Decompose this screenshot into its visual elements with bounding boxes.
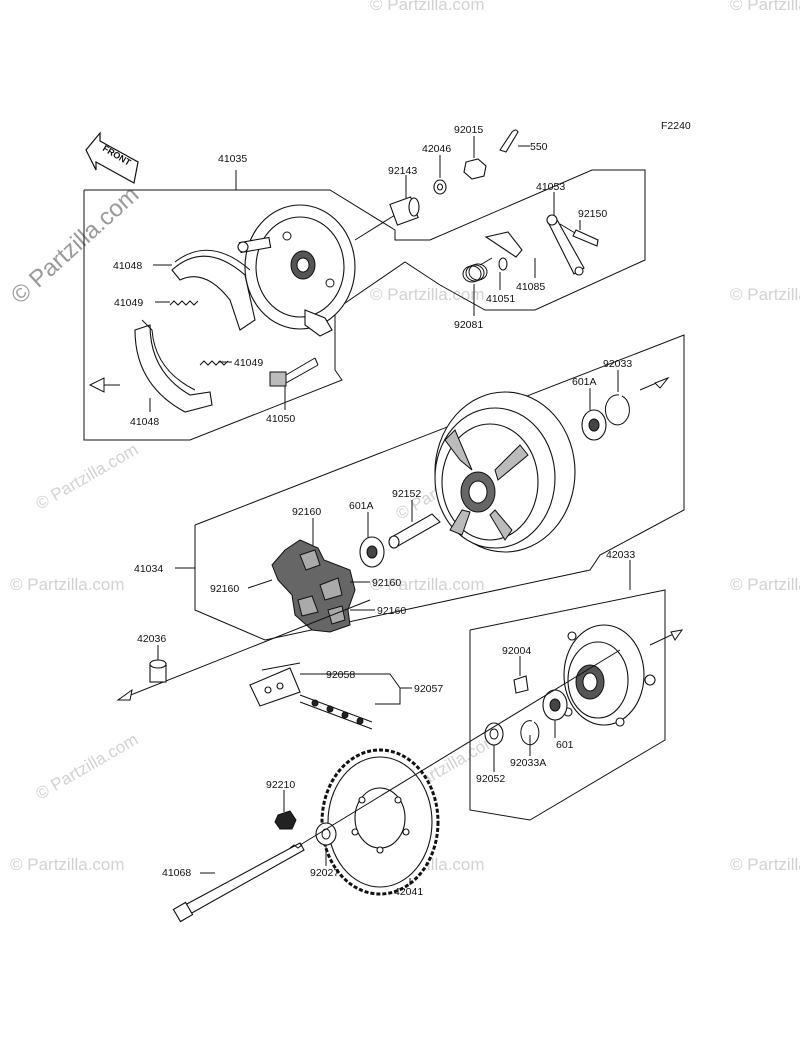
label-92160-bottom: 92160	[377, 605, 406, 617]
group-outline-41035	[83, 169, 646, 441]
label-41053: 41053	[536, 181, 565, 193]
watermark-main: © Partzilla.com	[6, 181, 144, 309]
group-outline-42033	[469, 589, 666, 821]
watermark-text: © Partzilla.com	[33, 730, 142, 804]
collar-92027	[315, 822, 337, 846]
group-outline-41034	[194, 334, 685, 641]
watermark-text: © Partzilla.com	[10, 575, 125, 594]
bearing-601A-left	[359, 536, 385, 568]
label-92027: 92027	[310, 867, 339, 879]
nut-92210	[274, 810, 297, 830]
brake-cam	[269, 357, 319, 387]
nut-92015	[463, 158, 487, 180]
watermark-text: © Partzilla.com	[370, 0, 485, 14]
sprocket-hub	[563, 624, 656, 727]
spacer-92143	[389, 196, 420, 226]
part-labels: 41035 92015 42046 550 92143 41053 92150 …	[113, 124, 635, 898]
circlip-92033	[604, 394, 630, 426]
brake-lever-41053	[547, 217, 585, 275]
label-550: 550	[530, 141, 548, 153]
damper-rubbers-92160	[271, 539, 356, 633]
label-42046: 42046	[422, 143, 451, 155]
master-link-92058	[249, 667, 301, 707]
label-92160-left: 92160	[210, 583, 239, 595]
label-41050: 41050	[266, 413, 295, 425]
collar-42036	[149, 659, 167, 683]
watermark-text: © Partzilla.com	[370, 285, 485, 304]
drive-chain-92057	[249, 662, 373, 730]
label-601: 601	[556, 739, 574, 751]
label-41048-lower: 41048	[130, 416, 159, 428]
figure-code: F2240	[661, 120, 691, 132]
label-92210: 92210	[266, 779, 295, 791]
axle-41068	[172, 842, 305, 923]
label-92052: 92052	[476, 773, 505, 785]
label-601A-right: 601A	[572, 376, 597, 388]
label-41049-lower: 41049	[234, 357, 263, 369]
label-92160-right: 92160	[372, 577, 401, 589]
label-92058: 92058	[326, 669, 355, 681]
brake-shoe-lower	[134, 319, 213, 413]
watermark-text: © Partzilla.com	[10, 855, 125, 874]
label-92160-top: 92160	[292, 506, 321, 518]
leader-lines	[149, 136, 619, 885]
label-92057: 92057	[414, 683, 443, 695]
bearing-601	[542, 689, 568, 721]
label-92015: 92015	[454, 124, 483, 136]
label-601A-left: 601A	[349, 500, 374, 512]
watermark-text: © Partzilla.com	[370, 575, 485, 594]
label-92033A: 92033A	[510, 757, 546, 769]
washer-41051	[498, 257, 508, 271]
brake-shoe-upper	[171, 249, 256, 331]
brake-panel	[237, 204, 356, 337]
wheel-group	[175, 334, 685, 641]
indicator-41085	[484, 231, 523, 258]
watermark-text: © Partzilla.com	[730, 0, 800, 14]
label-92081: 92081	[454, 319, 483, 331]
label-92143: 92143	[388, 165, 417, 177]
label-92033: 92033	[603, 358, 632, 370]
watermark-text: © Partzilla.com	[730, 855, 800, 874]
circlip-92033A	[520, 720, 540, 746]
spring-icon	[169, 300, 199, 306]
watermark-text: © Partzilla.com	[33, 440, 142, 514]
axis-line	[117, 599, 371, 701]
label-92150: 92150	[578, 208, 607, 220]
label-41068: 41068	[162, 867, 191, 879]
label-41048-upper: 41048	[113, 260, 142, 272]
label-42036: 42036	[137, 633, 166, 645]
cotter-pin-550	[499, 129, 519, 153]
bolt-92150	[572, 229, 599, 247]
front-arrow-icon: FRONT	[85, 131, 139, 184]
wheel-rim	[434, 391, 576, 553]
watermark-text: © Partzilla.com	[730, 575, 800, 594]
spring-icon	[199, 360, 229, 366]
label-41085: 41085	[516, 281, 545, 293]
label-41049-upper: 41049	[114, 297, 143, 309]
sleeve-92152	[388, 513, 441, 549]
label-92004: 92004	[502, 645, 531, 657]
label-42033: 42033	[606, 549, 635, 561]
torsion-spring-92081	[462, 257, 493, 283]
sprocket-hub-group	[469, 560, 684, 821]
watermark-text: © Partzilla.com	[730, 285, 800, 304]
label-41035: 41035	[218, 153, 247, 165]
label-92152: 92152	[392, 488, 421, 500]
rear-sprocket-42041	[320, 748, 440, 896]
stud-92004	[513, 675, 529, 694]
label-41034: 41034	[134, 563, 163, 575]
label-41051: 41051	[486, 293, 515, 305]
brake-panel-group	[83, 129, 646, 441]
label-42041: 42041	[394, 886, 423, 898]
bearing-601A-right	[581, 409, 607, 441]
